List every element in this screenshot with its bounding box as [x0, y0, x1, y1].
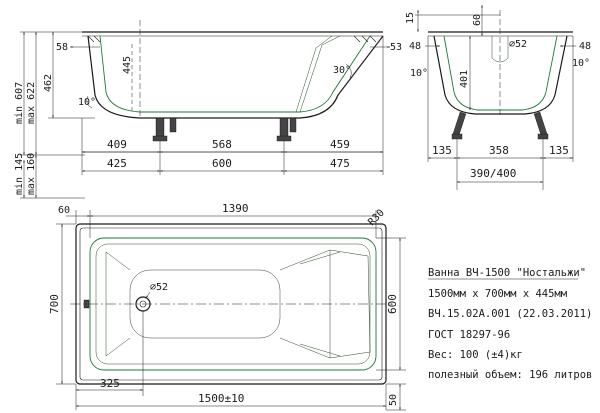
end-leg-span: 390/400 — [470, 167, 516, 180]
side-row1-b: 568 — [212, 138, 232, 151]
plan-width-700: 700 — [48, 294, 61, 314]
end-bottom-b: 358 — [489, 144, 509, 157]
end-rim-left: 48 — [409, 41, 421, 52]
side-leg-min: min 145 — [14, 153, 25, 195]
end-view: 15 60 ⌀52 48 48 10° 10° 401 135 358 135 … — [405, 5, 591, 190]
plan-bottom-50: 50 — [388, 394, 399, 406]
plan-view: ⌀52 60 1390 R30 700 600 50 325 15 — [48, 202, 406, 411]
spec-volume: полезный объем: 196 литров — [428, 369, 592, 381]
side-row2-a: 425 — [107, 157, 127, 170]
side-height-min: min 607 — [14, 82, 25, 124]
side-rim-right: 53 — [390, 42, 402, 53]
spec-gost: ГОСТ 18297-96 — [428, 329, 510, 341]
end-top-60: 60 — [472, 14, 483, 26]
side-leg-max: max 160 — [26, 153, 37, 195]
end-slope-left: 10° — [410, 68, 428, 79]
end-bottom-a: 135 — [432, 144, 452, 157]
side-slope-right: 30° — [333, 65, 351, 76]
plan-radius: R30 — [366, 208, 387, 229]
side-slope-left: 10° — [78, 97, 96, 108]
spec-weight: Вес: 100 (±4)кг — [428, 349, 523, 361]
plan-length-bottom: 1500±10 — [198, 392, 244, 405]
end-rim-right: 48 — [579, 41, 591, 52]
spec-block: Ванна ВЧ-1500 "Ностальжи" 1500мм х 700мм… — [428, 267, 592, 381]
end-leg-right — [533, 111, 549, 140]
side-inner-depth: 445 — [122, 56, 133, 74]
end-drain: ⌀52 — [509, 39, 527, 50]
end-slope-right: 10° — [572, 58, 590, 69]
side-body-outline — [87, 35, 384, 119]
side-rim-left: 58 — [56, 42, 68, 53]
side-row2-c: 475 — [330, 157, 350, 170]
plan-width-600: 600 — [386, 294, 399, 314]
end-body-outline — [433, 35, 568, 115]
side-row1-c: 459 — [330, 138, 350, 151]
end-height-401: 401 — [459, 70, 470, 88]
plan-length-top: 1390 — [222, 202, 249, 215]
side-row2-b: 600 — [212, 157, 232, 170]
spec-code: ВЧ.15.02А.001 (22.03.2011) — [428, 308, 592, 320]
side-height-max: max 622 — [26, 82, 37, 124]
plan-rim-60: 60 — [58, 205, 70, 216]
plan-drain-label: ⌀52 — [150, 282, 168, 293]
plan-drain-offset: 325 — [100, 377, 120, 390]
side-depth: 462 — [43, 74, 54, 92]
side-row1-a: 409 — [107, 138, 127, 151]
side-leg-left — [152, 117, 177, 142]
spec-name: Ванна ВЧ-1500 "Ностальжи" — [428, 267, 586, 279]
end-top-15: 15 — [405, 12, 416, 24]
side-view: min 607 max 622 462 min 145 max 160 445 … — [14, 20, 402, 199]
plan-outer-rim — [75, 223, 387, 385]
side-leg-right — [276, 117, 297, 142]
spec-size: 1500мм х 700мм х 445мм — [428, 288, 568, 300]
end-bottom-c: 135 — [549, 144, 569, 157]
end-leg-left — [451, 111, 467, 140]
side-inner-profile — [99, 35, 371, 113]
